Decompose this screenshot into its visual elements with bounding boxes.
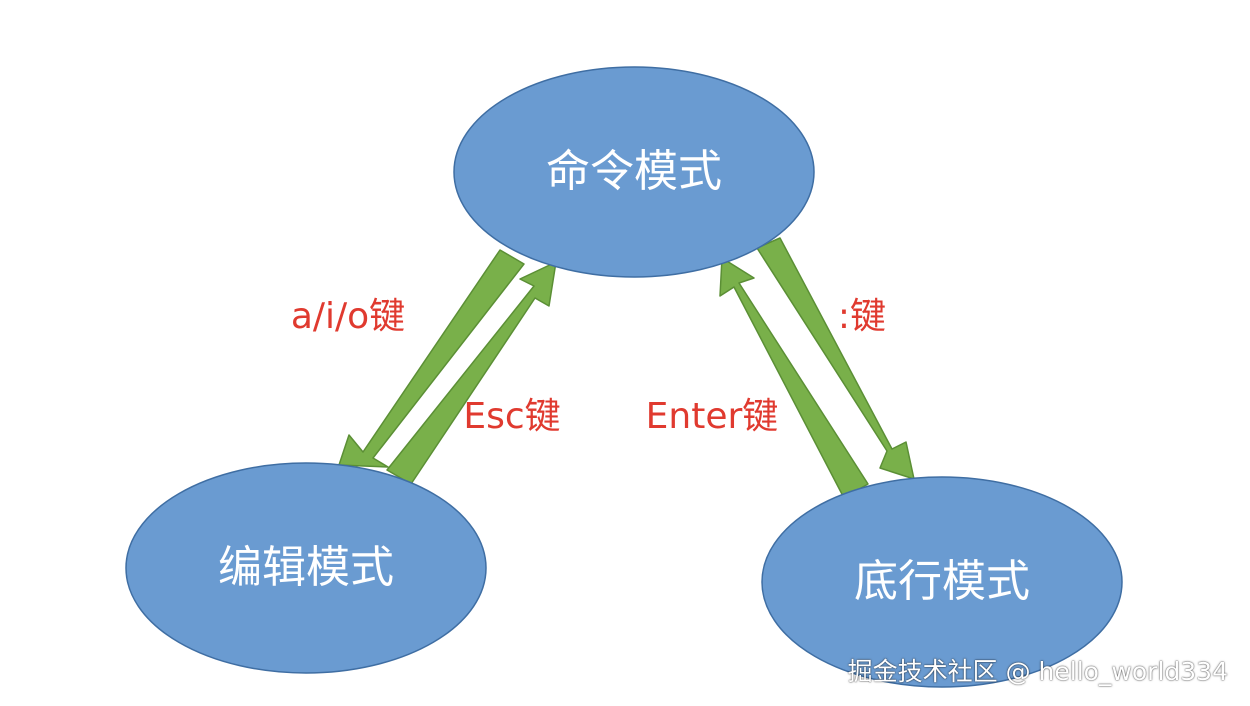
- arrow-edit-to-command: [386, 261, 557, 485]
- node-edit-mode: 编辑模式: [125, 462, 487, 674]
- arrow-lastline-to-command: [719, 257, 869, 499]
- arrow-command-to-lastline: [756, 237, 915, 480]
- edge-label-colon-key: :键: [838, 296, 886, 337]
- edge-label-aio-key: a/i/o键: [291, 296, 405, 337]
- watermark: 掘金技术社区 @ hello_world334: [847, 657, 1228, 686]
- node-lastline-mode: 底行模式: [761, 476, 1123, 688]
- node-command-label: 命令模式: [546, 146, 722, 197]
- node-edit-label: 编辑模式: [218, 542, 394, 593]
- node-command-mode: 命令模式: [453, 66, 815, 278]
- edge-label-enter-key: Enter键: [646, 396, 779, 437]
- node-lastline-label: 底行模式: [854, 556, 1030, 607]
- arrow-command-to-edit: [338, 249, 525, 468]
- edge-label-esc-key: Esc键: [463, 396, 560, 437]
